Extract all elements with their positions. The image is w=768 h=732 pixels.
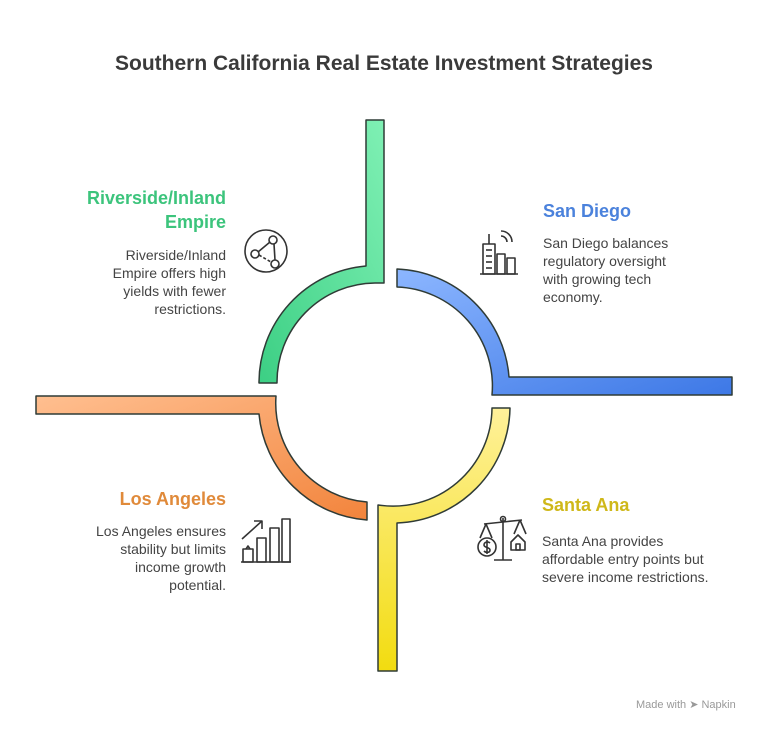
segment-los-angeles <box>35 395 368 521</box>
riverside-heading: Riverside/Inland Empire <box>86 188 226 232</box>
segment-riverside <box>258 119 385 384</box>
segment-san-diego <box>396 268 733 396</box>
napkin-credit[interactable]: Made with ➤ Napkin <box>636 699 736 711</box>
balance-scale-icon <box>477 515 527 561</box>
page-title: Southern California Real Estate Investme… <box>115 52 653 75</box>
san-diego-heading: San Diego <box>543 201 632 221</box>
san-diego-description: San Diego balances regulatory oversight … <box>543 235 669 305</box>
city-signal-icon <box>480 230 518 275</box>
los-angeles-description: Los Angeles ensures stability but limits… <box>96 523 226 593</box>
network-icon <box>244 229 288 273</box>
growth-chart-icon <box>241 518 291 563</box>
segment-santa-ana <box>377 407 511 672</box>
santa-ana-description: Santa Ana provides affordable entry poin… <box>542 533 709 585</box>
riverside-description: Riverside/Inland Empire offers high yiel… <box>112 247 226 317</box>
los-angeles-heading: Los Angeles <box>119 489 226 509</box>
santa-ana-heading: Santa Ana <box>542 495 630 515</box>
